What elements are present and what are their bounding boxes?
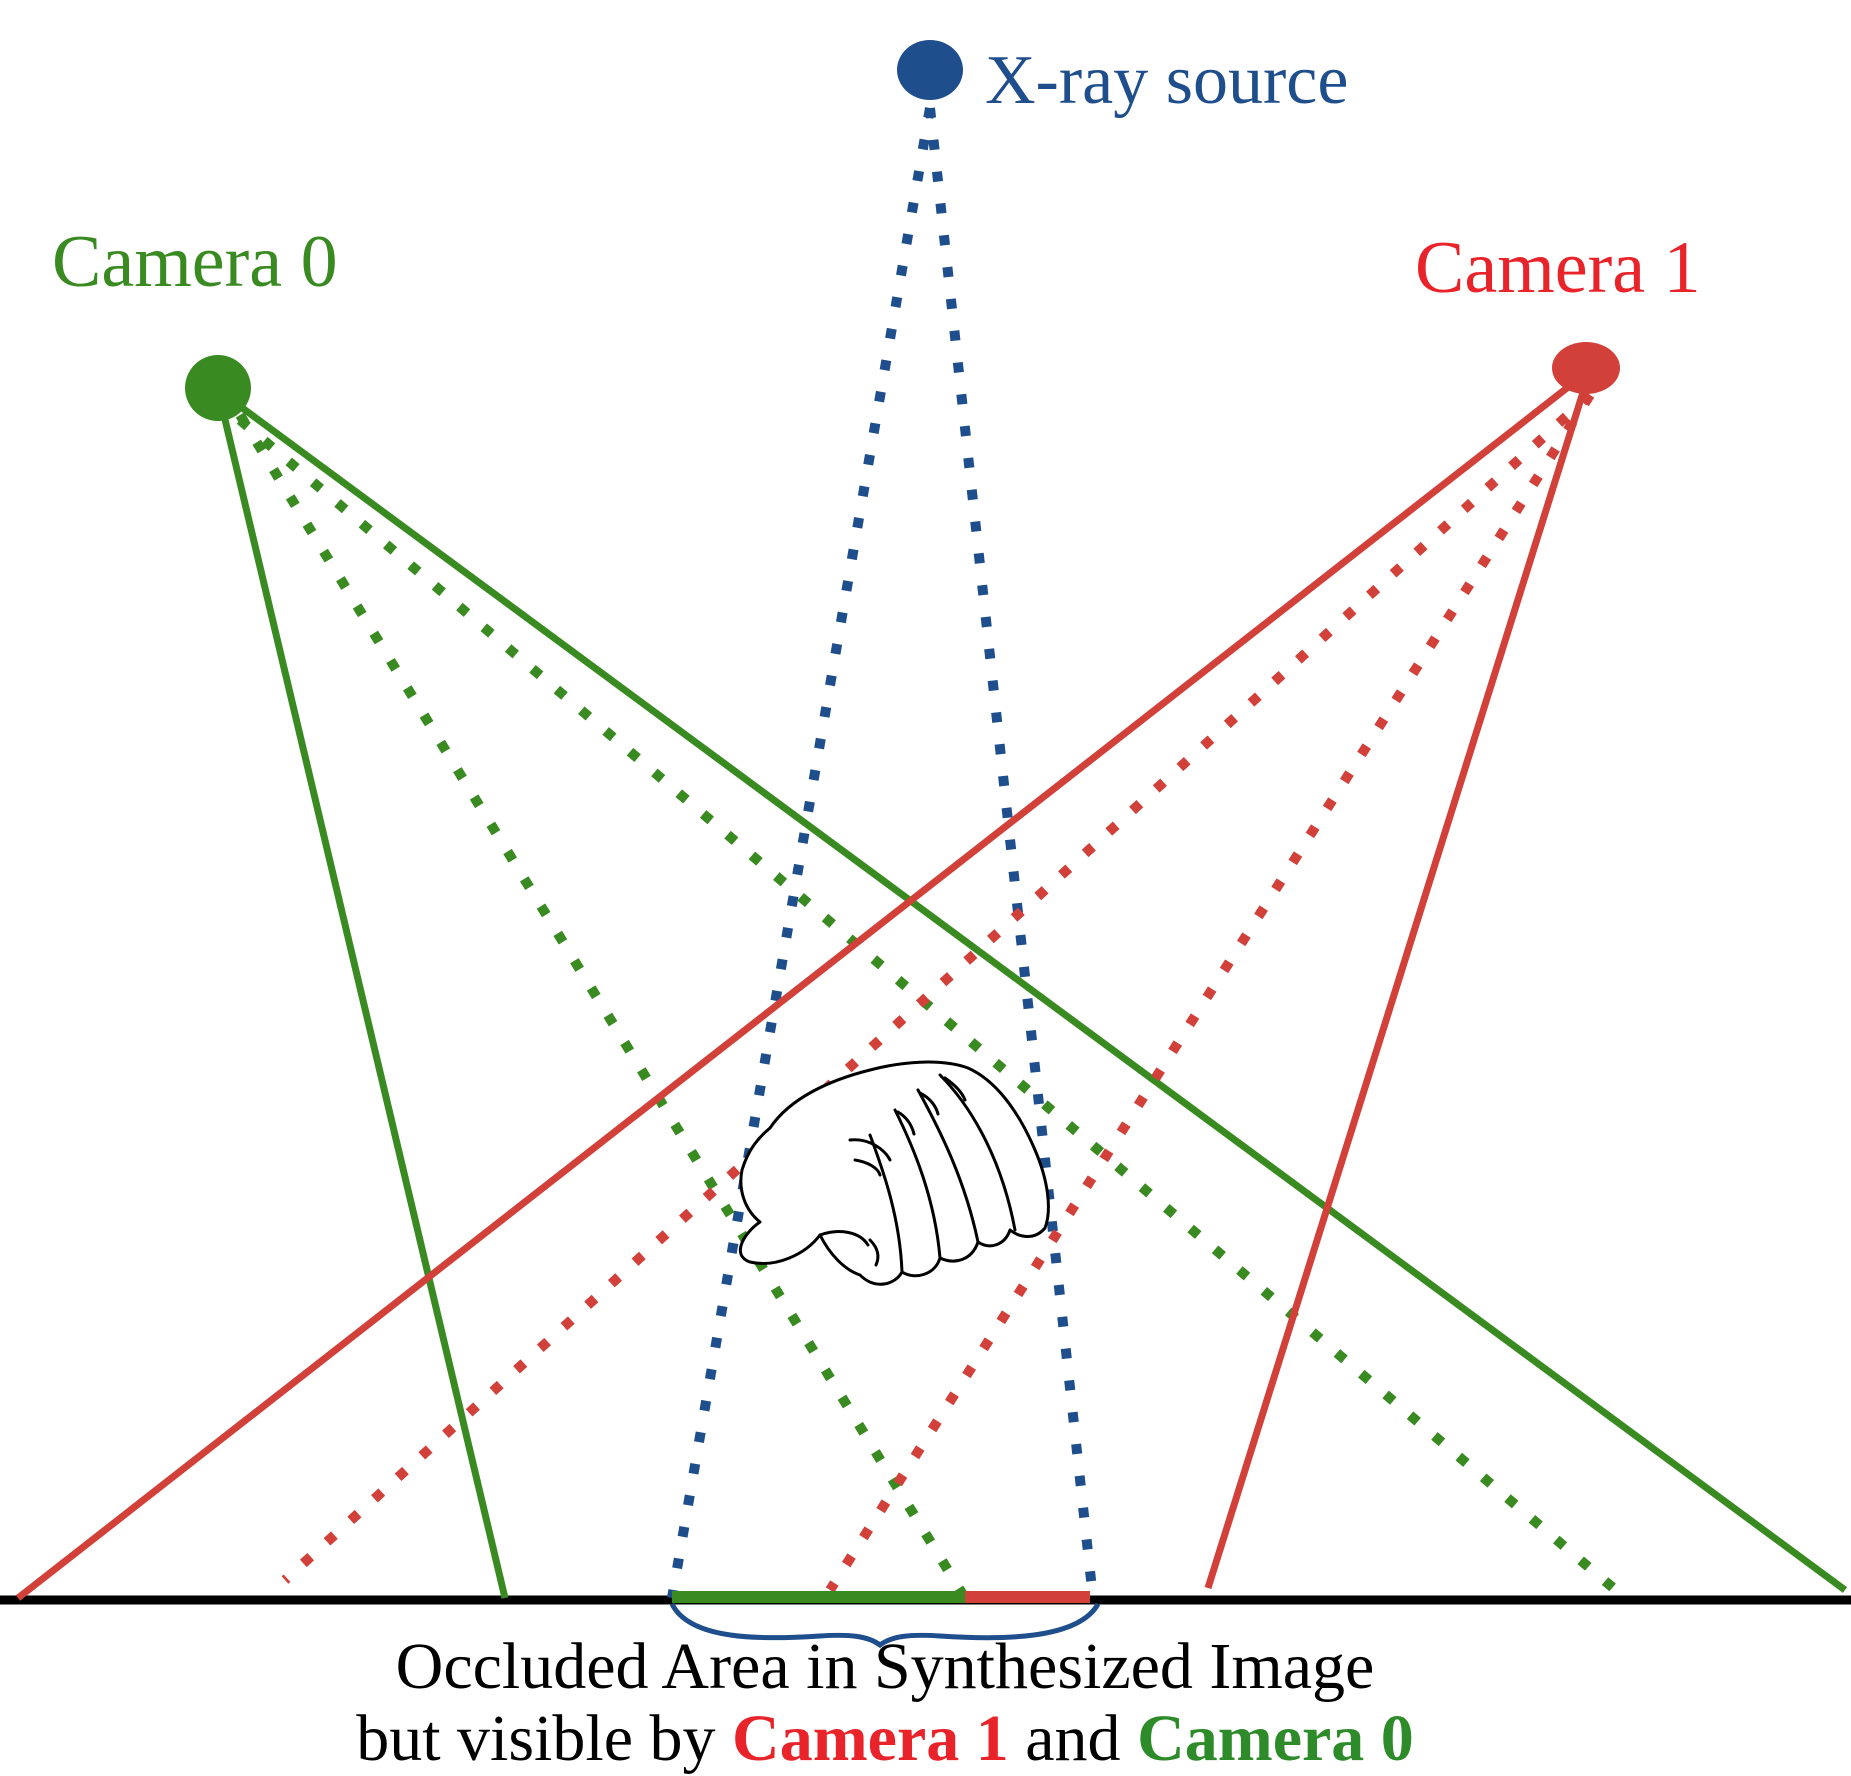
camera1-ray-solid-2 (1204, 368, 1594, 1590)
xray-source-marker (897, 40, 963, 100)
camera1-ray-dotted-1 (281, 391, 1594, 1584)
caption-camera1: Camera 1 (732, 1702, 1009, 1775)
hand-icon (738, 1060, 1050, 1286)
camera0-dotted-rays (235, 412, 1629, 1602)
caption-line-1: Occluded Area in Synthesized Image (395, 1630, 1375, 1703)
camera1-ray-dotted-2 (825, 392, 1595, 1593)
camera1-ray-solid-1 (15, 367, 1593, 1601)
camera0-label: Camera 0 (52, 221, 338, 303)
camera0-solid-rays (214, 387, 1848, 1599)
camera0-marker (185, 355, 251, 421)
xray-ray-right (925, 107, 1098, 1599)
camera1-solid-rays (15, 367, 1594, 1601)
camera0-ray-solid-1 (214, 389, 509, 1599)
occluded-brace (669, 1602, 1101, 1649)
caption-line-2: but visible by Camera 1 and Camera 0 (0, 1702, 1770, 1776)
xray-rays (667, 107, 1098, 1599)
caption-camera0: Camera 0 (1137, 1702, 1414, 1775)
camera1-marker (1552, 342, 1620, 394)
caption-line-2-prefix: but visible by (356, 1702, 733, 1775)
camera1-dotted-rays (281, 391, 1595, 1593)
xray-source-label: X-ray source (985, 42, 1348, 119)
camera1-label: Camera 1 (1415, 227, 1701, 309)
camera0-ray-dotted-1 (235, 412, 970, 1601)
caption-line-2-mid: and (1008, 1702, 1138, 1775)
camera0-ray-solid-2 (215, 387, 1848, 1593)
xray-ray-left (667, 107, 935, 1599)
